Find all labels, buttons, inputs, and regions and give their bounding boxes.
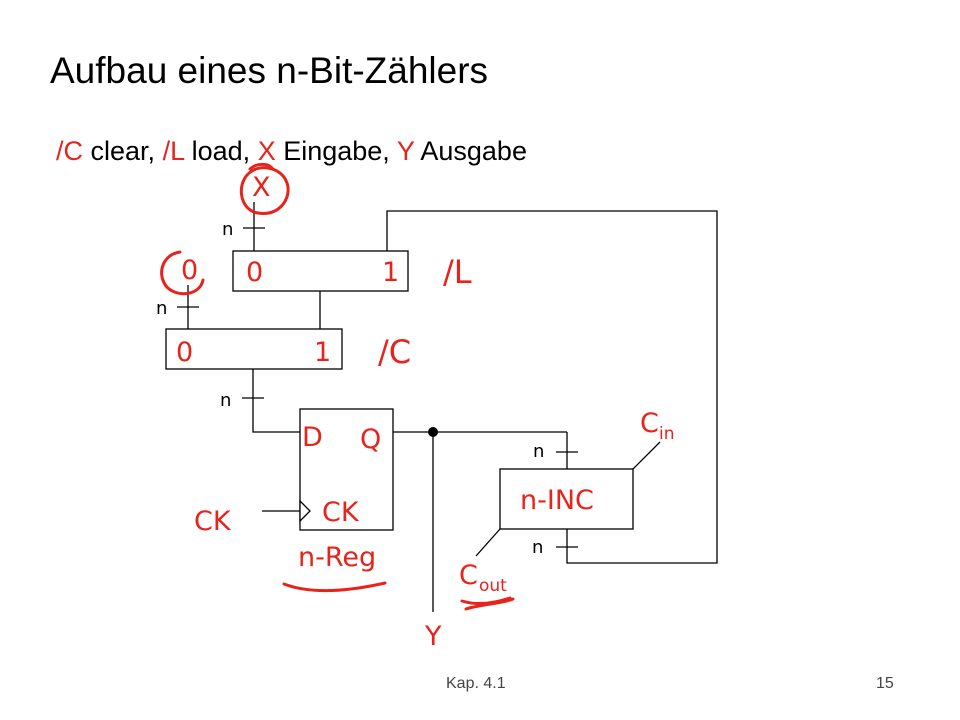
annotation-circle-zero [160, 250, 205, 296]
cout-subscript: out [479, 576, 507, 596]
bus-width-zero: n [156, 298, 167, 319]
legend-sig-clear: /C [56, 136, 83, 166]
mux-load-in1: 1 [382, 257, 399, 288]
wire-cin [632, 441, 661, 470]
page-number: 15 [876, 675, 894, 692]
mux-clear-box [165, 328, 343, 370]
junction-dot [428, 427, 438, 437]
zero-input-label: 0 [181, 255, 198, 286]
load-signal-label: /L [443, 253, 472, 291]
legend-desc-clear: clear, [90, 136, 156, 166]
slide-title: Aufbau eines n-Bit-Zählers [50, 50, 489, 91]
bus-width-inc-in: n [533, 441, 544, 462]
cout-label: C [459, 560, 478, 591]
clock-input-label: CK [194, 506, 232, 537]
bus-width-inc-out: n [532, 537, 543, 558]
annotation-arc-x [248, 162, 274, 171]
annotation-underline-reg [282, 581, 387, 593]
wire-feedback [386, 210, 718, 564]
legend-sig-load: /L [162, 136, 185, 166]
signal-legend: /C clear, /L load, X Eingabe, Y Ausgabe [56, 136, 527, 167]
bus-width-d: n [220, 390, 231, 411]
legend-sig-output: Y [396, 136, 415, 166]
input-x-label: X [252, 172, 271, 203]
mux-load-in0: 0 [246, 257, 263, 288]
register-name-label: n-Reg [298, 542, 376, 573]
wire-to-d [252, 369, 300, 433]
mux-clear-in1: 1 [314, 337, 331, 368]
incrementer-label: n-INC [520, 485, 594, 516]
register-q-label: Q [360, 424, 381, 455]
register-box [299, 408, 394, 531]
cin-subscript: in [659, 424, 675, 444]
register-ck-inner: CK [322, 497, 360, 528]
clear-signal-label: /C [378, 333, 411, 371]
mux-clear-in0: 0 [176, 337, 193, 368]
chapter-label: Kap. 4.1 [446, 675, 506, 692]
legend-desc-load: load, [191, 136, 251, 166]
mux-load-box [232, 250, 409, 292]
output-y-label: Y [424, 621, 442, 652]
legend-sig-input: X [257, 136, 276, 166]
annotation-underline-cout-2 [464, 597, 515, 611]
register-d-label: D [302, 422, 323, 453]
cin-label: C [640, 408, 659, 439]
legend-desc-input: Eingabe, [283, 136, 390, 166]
clock-edge-marker [299, 499, 311, 523]
incrementer-box [499, 468, 634, 530]
legend-desc-output: Ausgabe [420, 136, 527, 166]
wire-cout [475, 528, 501, 557]
bus-width-x: n [222, 219, 233, 240]
